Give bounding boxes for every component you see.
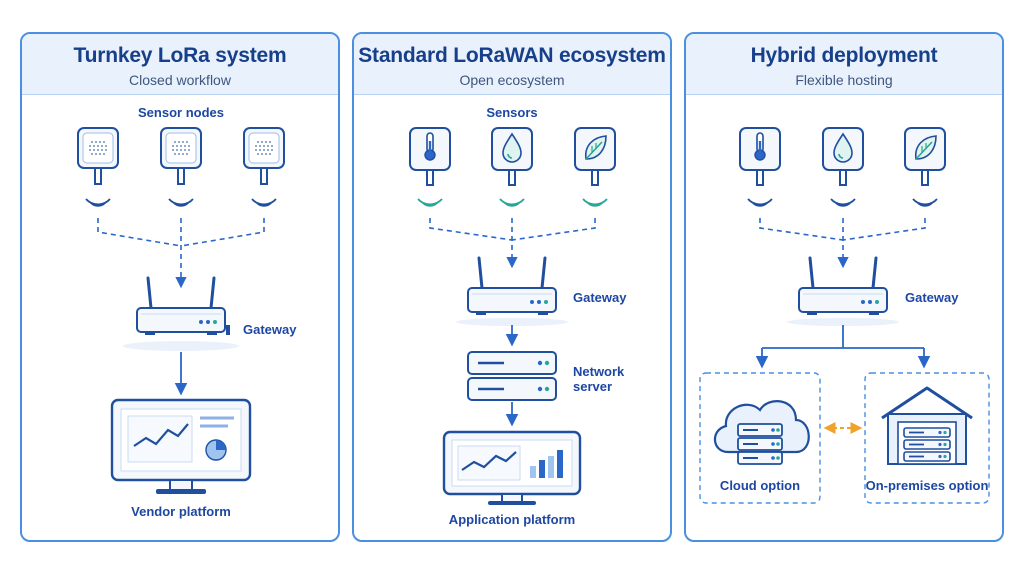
monitor-icon: [110, 398, 252, 494]
panel-header: Turnkey LoRa system Closed workflow: [22, 34, 338, 95]
panel-title: Standard LoRaWAN ecosystem: [358, 44, 666, 67]
panel-subtitle: Open ecosystem: [459, 72, 565, 88]
network-server-label: Network server: [573, 364, 625, 394]
panel-subtitle: Closed workflow: [129, 72, 231, 88]
platform-label: Application platform: [448, 512, 576, 527]
sensor-links: [97, 218, 265, 289]
panel-header: Standard LoRaWAN ecosystem Open ecosyste…: [354, 34, 670, 95]
panel-title: Turnkey LoRa system: [73, 44, 287, 67]
platform-label: Vendor platform: [131, 504, 231, 519]
gateway-shadow: [787, 318, 899, 326]
sensors-label: Sensor nodes: [138, 105, 224, 120]
cloud-option-label: Cloud option: [719, 478, 801, 493]
branch-links: [755, 325, 931, 369]
building-icon: [881, 386, 973, 465]
panel-title: Hybrid deployment: [750, 44, 938, 67]
gateway-label: Gateway: [573, 290, 627, 305]
gateway-label: Gateway: [905, 290, 959, 305]
sensor-links: [429, 218, 596, 269]
gateway-shadow: [456, 318, 568, 326]
cloud-icon: [713, 400, 810, 465]
panel-header: Hybrid deployment Flexible hosting: [686, 34, 1002, 95]
sensors-label: Sensors: [486, 105, 538, 120]
onprem-option-label: On-premises option: [865, 478, 989, 493]
gateway-shadow: [123, 341, 239, 351]
panel-subtitle: Flexible hosting: [795, 72, 893, 88]
sensor-links: [759, 218, 926, 269]
gateway-port: [226, 325, 230, 335]
gateway-label: Gateway: [243, 322, 297, 337]
monitor-icon: [442, 430, 582, 505]
